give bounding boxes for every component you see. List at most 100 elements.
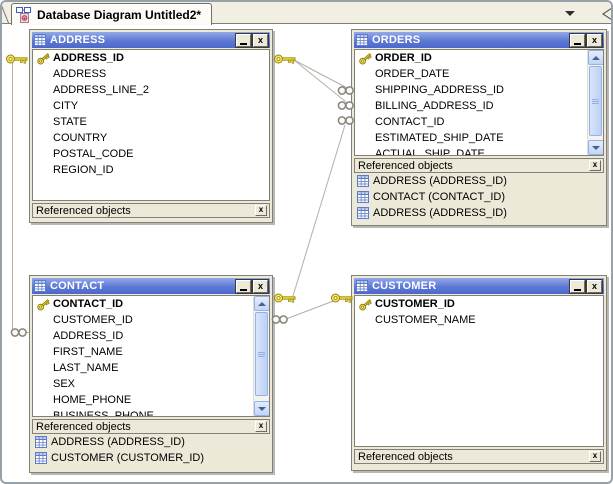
table-titlebar[interactable]: ADDRESS x [32,32,270,48]
referenced-objects-header[interactable]: Referenced objects x [32,419,270,434]
table-grid-icon [357,191,369,203]
scrollbar[interactable] [587,50,603,155]
scrollbar[interactable] [253,296,269,416]
table-grid-icon [357,175,369,187]
infinity-icon [10,327,28,341]
column-row[interactable]: FIRST_NAME [53,346,123,358]
table-titlebar[interactable]: CONTACT x [32,278,270,294]
key-icon [358,51,375,66]
column-row[interactable]: ORDER_ID [355,50,586,66]
column-row[interactable]: CUSTOMER_ID [53,314,133,326]
close-button[interactable]: x [586,278,603,294]
minimize-icon [240,42,247,45]
table-icon [356,34,368,46]
table-grid-icon [35,452,47,464]
table-title: CUSTOMER [372,280,437,292]
column-row[interactable]: CITY [53,100,79,112]
minimize-button[interactable] [569,32,586,48]
scroll-up-button[interactable] [254,296,269,311]
infinity-icon [337,85,355,99]
minimize-button[interactable] [235,32,252,48]
table-titlebar[interactable]: CUSTOMER x [354,278,604,294]
minimize-icon [574,288,581,291]
down-arrow-icon [258,406,266,411]
column-row[interactable]: CUSTOMER_NAME [375,314,476,326]
tab-database-diagram[interactable]: Database Diagram Untitled2* [11,3,213,25]
referenced-object-item[interactable]: CONTACT (CONTACT_ID) [354,189,604,205]
scroll-down-button[interactable] [588,140,603,155]
infinity-icon [337,100,355,114]
referenced-object-item[interactable]: ADDRESS (ADDRESS_ID) [32,434,270,450]
column-row[interactable]: STATE [53,116,87,128]
column-row[interactable]: ESTIMATED_SHIP_DATE [375,132,504,144]
close-referenced-button[interactable]: x [589,451,601,462]
referenced-object-item[interactable]: ADDRESS (ADDRESS_ID) [354,205,604,221]
up-arrow-icon [258,301,266,306]
close-referenced-button[interactable]: x [255,205,267,216]
column-row[interactable]: HOME_PHONE [53,394,132,406]
column-row[interactable]: ORDER_DATE [375,68,450,80]
database-diagram-icon [16,6,32,23]
thumb-grip-icon [592,98,599,105]
minimize-button[interactable] [569,278,586,294]
table-window-orders[interactable]: ORDERS x ORDER_ID ORDER_DATE SHIPPING_AD… [351,29,607,226]
key-icon [273,53,297,68]
close-referenced-button[interactable]: x [589,160,601,171]
column-row[interactable]: BILLING_ADDRESS_ID [375,100,494,112]
tab-bar: Database Diagram Untitled2* [2,2,611,25]
column-row[interactable]: ADDRESS_ID [53,330,124,342]
column-row[interactable]: BUSINESS_PHONE [53,410,154,417]
up-arrow-icon [592,55,600,60]
column-row[interactable]: ADDRESS_LINE_2 [53,84,149,96]
minimize-icon [574,42,581,45]
table-icon [34,34,46,46]
key-icon [5,53,29,68]
thumb-grip-icon [258,351,265,358]
column-row[interactable]: REGION_ID [53,164,114,176]
scrollbar-thumb[interactable] [589,66,602,136]
referenced-object-item[interactable]: CUSTOMER (CUSTOMER_ID) [32,450,270,466]
column-row[interactable]: POSTAL_CODE [53,148,134,160]
close-button[interactable]: x [252,278,269,294]
column-row[interactable]: COUNTRY [53,132,108,144]
key-icon [358,297,375,312]
column-row[interactable]: ADDRESS_ID [33,50,269,66]
table-icon [34,280,46,292]
column-row[interactable]: SHIPPING_ADDRESS_ID [375,84,504,96]
referenced-objects-header[interactable]: Referenced objects x [354,449,604,464]
column-list: CONTACT_ID CUSTOMER_ID ADDRESS_ID FIRST_… [32,295,270,417]
column-row[interactable]: SEX [53,378,76,390]
close-button[interactable]: x [586,32,603,48]
table-window-contact[interactable]: CONTACT x CONTACT_ID CUSTOMER_ID ADDRESS… [29,275,273,473]
column-row[interactable]: ACTUAL_SHIP_DATE [375,148,485,156]
table-titlebar[interactable]: ORDERS x [354,32,604,48]
table-window-address[interactable]: ADDRESS x ADDRESS_ID ADDRESS ADDRESS_LIN… [29,29,273,223]
minimize-button[interactable] [235,278,252,294]
table-window-customer[interactable]: CUSTOMER x CUSTOMER_ID CUSTOMER_NAME Ref… [351,275,607,471]
tab-scroll-icon[interactable] [600,7,611,21]
key-icon [330,292,354,307]
table-title: ORDERS [372,34,421,46]
column-row[interactable]: CONTACT_ID [33,296,252,312]
column-row[interactable]: LAST_NAME [53,362,119,374]
scroll-down-button[interactable] [254,401,269,416]
referenced-object-item[interactable]: ADDRESS (ADDRESS_ID) [354,173,604,189]
column-list: CUSTOMER_ID CUSTOMER_NAME [354,295,604,447]
column-list: ADDRESS_ID ADDRESS ADDRESS_LINE_2 CITY S… [32,49,270,201]
table-grid-icon [357,207,369,219]
tab-list-dropdown-icon[interactable] [565,11,575,16]
referenced-objects-header[interactable]: Referenced objects x [354,158,604,173]
table-icon [356,280,368,292]
tab-edge-decoration [2,3,9,23]
referenced-objects-header[interactable]: Referenced objects x [32,203,270,218]
column-row[interactable]: CUSTOMER_ID [355,296,603,312]
close-referenced-button[interactable]: x [255,421,267,432]
table-grid-icon [35,436,47,448]
scroll-up-button[interactable] [588,50,603,65]
close-button[interactable]: x [252,32,269,48]
column-row[interactable]: ADDRESS [53,68,107,80]
column-row[interactable]: CONTACT_ID [375,116,445,128]
scrollbar-thumb[interactable] [255,312,268,396]
table-title: ADDRESS [50,34,106,46]
